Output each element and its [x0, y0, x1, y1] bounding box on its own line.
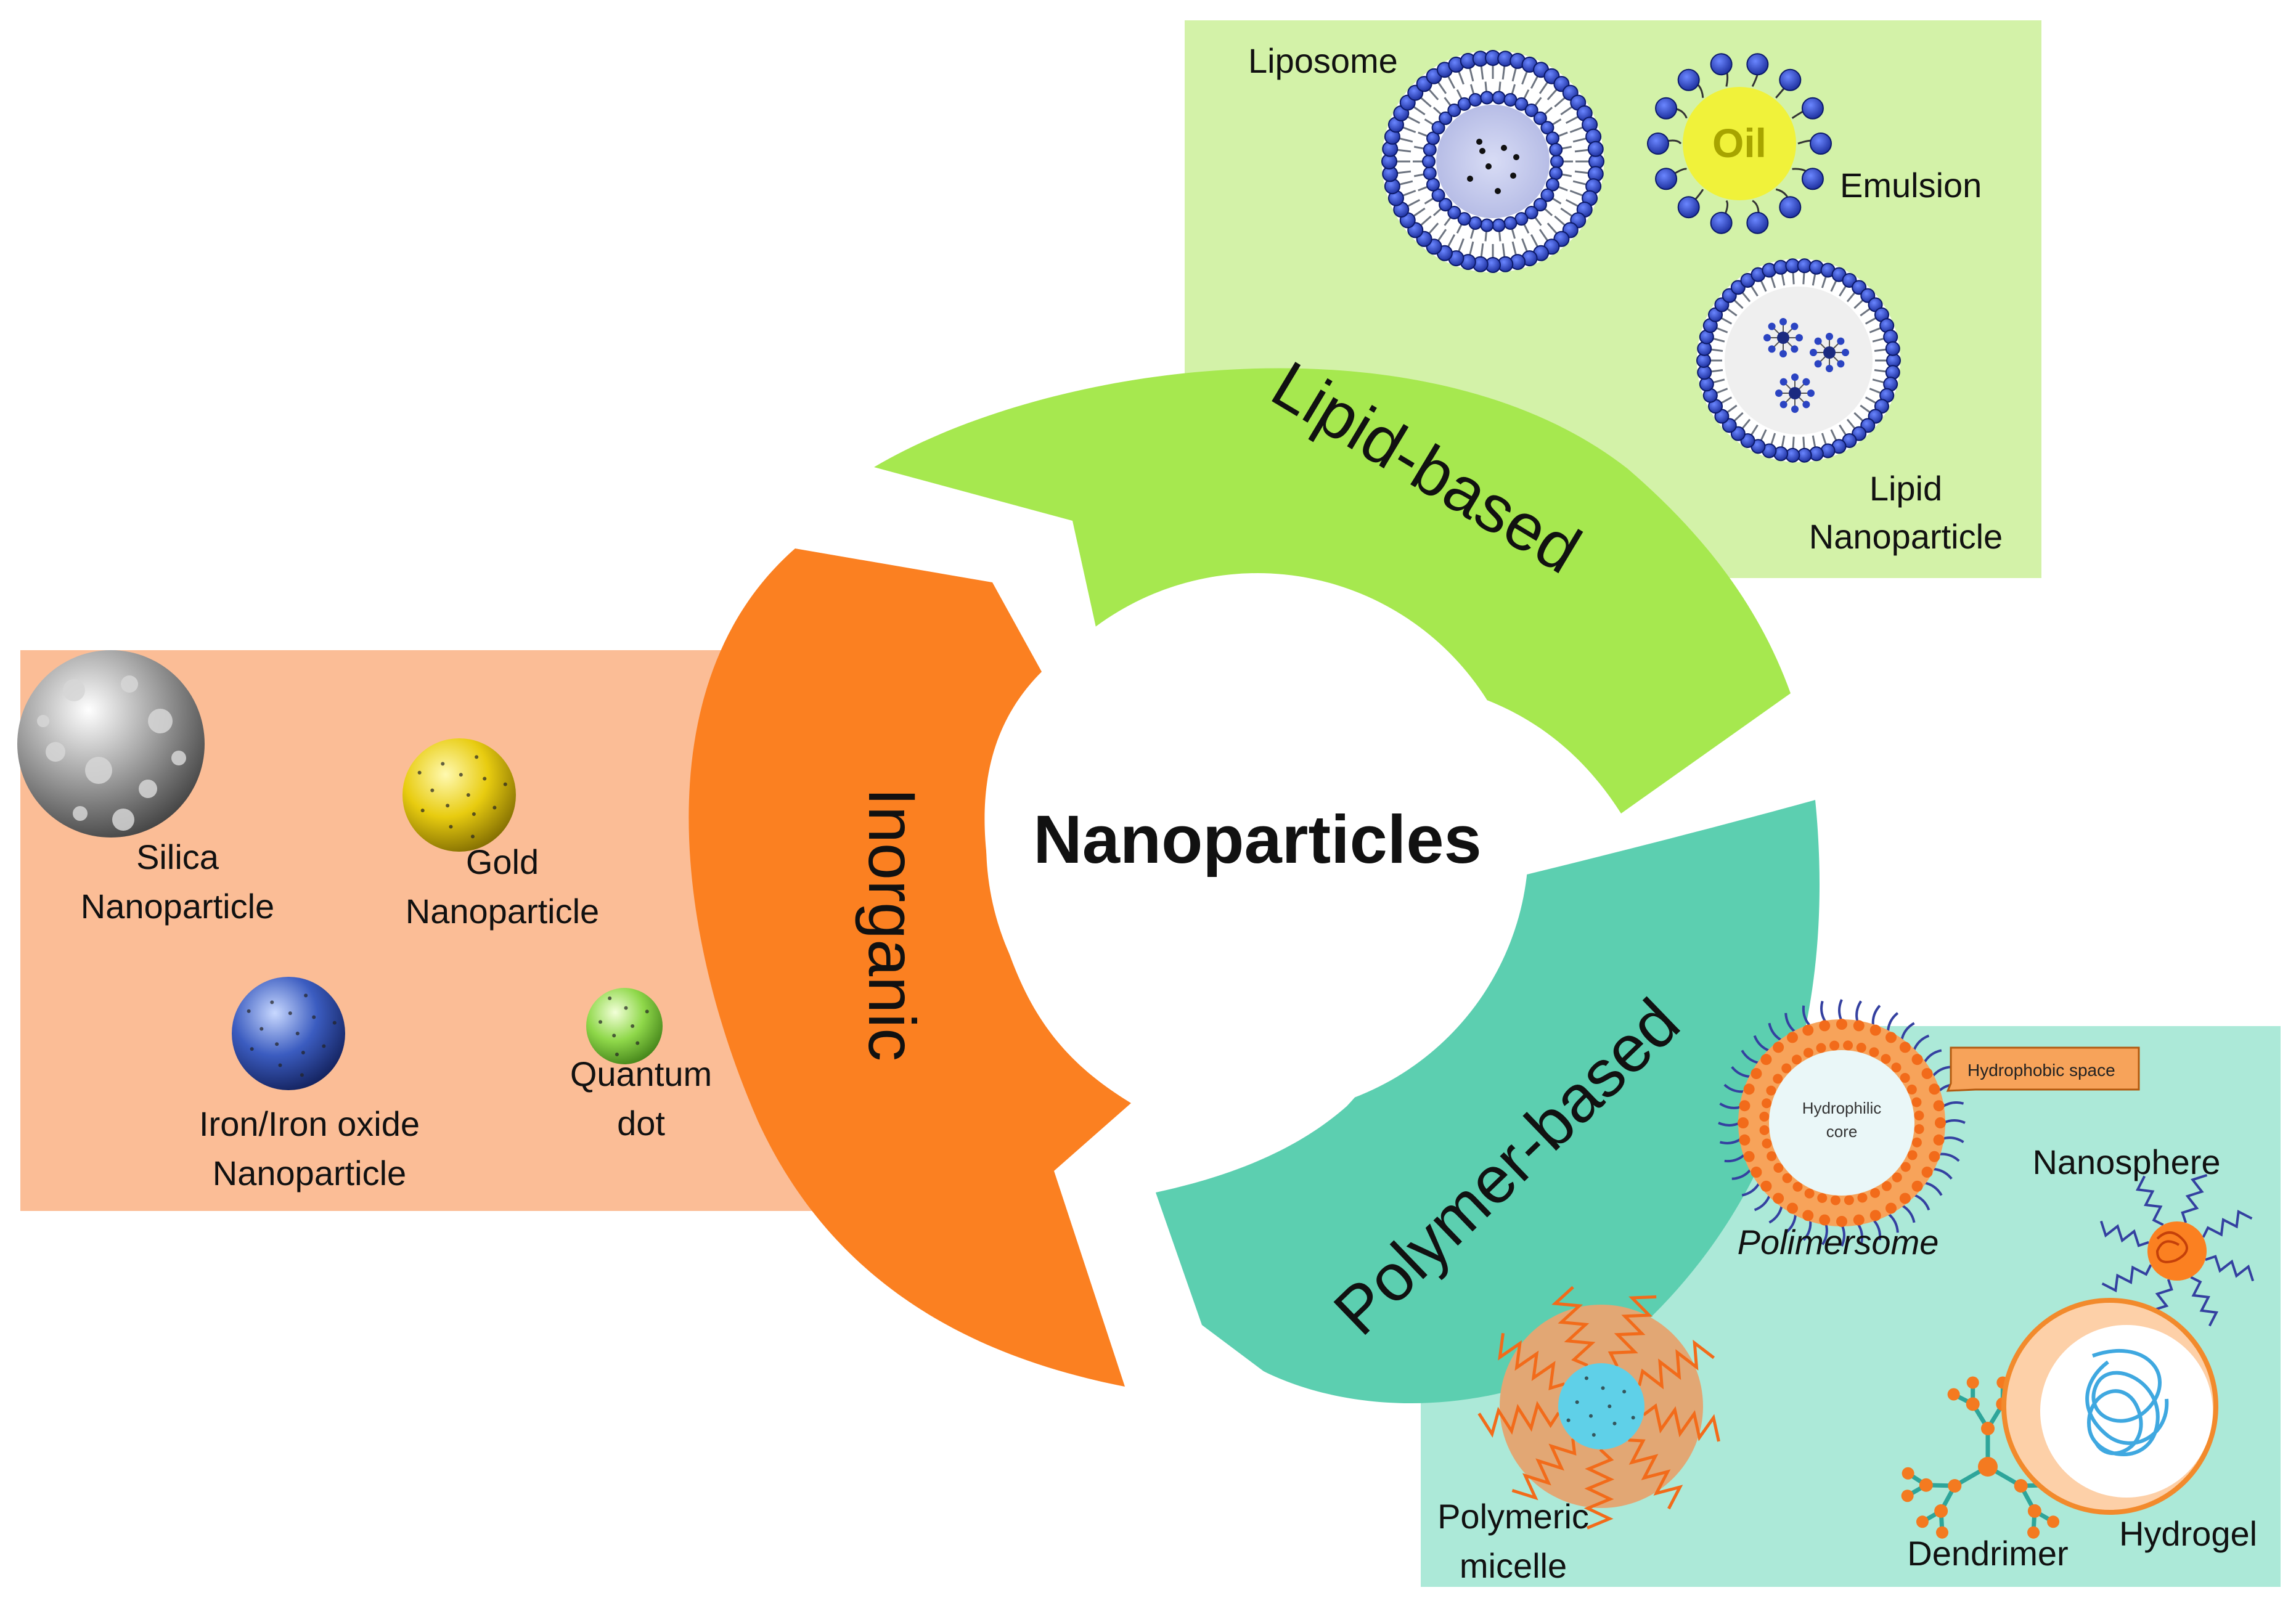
dendrimer-label: Dendrimer — [1907, 1534, 2068, 1573]
polimersome: Hydrophilic core — [1718, 999, 1966, 1247]
lnp-cargo-micelles — [1763, 318, 1849, 413]
polimersome-beads — [1738, 1019, 1946, 1227]
iron-label-line2: Nanoparticle — [213, 1154, 406, 1192]
inorganic-arc — [688, 548, 1131, 1387]
gold-surface-dots — [417, 755, 507, 839]
nanosphere-label: Nanosphere — [2032, 1143, 2220, 1181]
iron-surface-dots — [247, 993, 337, 1077]
micelle-label-line2: micelle — [1460, 1546, 1567, 1585]
micelle-drug-dots — [1566, 1376, 1635, 1437]
lipid-nanoparticle — [1696, 258, 1901, 463]
hydrophilic-core-line2: core — [1826, 1122, 1858, 1141]
iron-oxide-nanoparticle — [232, 977, 345, 1090]
hydrogel-tangle — [2085, 1348, 2169, 1456]
hydrophobic-space-label: Hydrophobic space — [1967, 1061, 2115, 1080]
gold-label-line2: Nanoparticle — [406, 892, 599, 931]
polimersome-label: Polimersome — [1738, 1223, 1939, 1262]
center-disc — [986, 573, 1529, 1115]
liposome-inner-heads — [1413, 81, 1573, 242]
nanosphere — [2099, 1173, 2255, 1329]
emulsion-core-label: Oil — [1712, 120, 1767, 166]
hydrogel — [2001, 1298, 2218, 1515]
gold-nanoparticle — [402, 738, 516, 852]
lnp-lipid-heads — [1696, 258, 1901, 463]
dendrimer — [1901, 1376, 2075, 1539]
micelle-label-line1: Polymeric — [1437, 1497, 1589, 1536]
lnp-label-line1: Lipid — [1869, 469, 1942, 508]
qd-label-line1: Quantum — [570, 1054, 712, 1093]
nanosphere-chains — [2099, 1173, 2255, 1329]
silica-label-line2: Nanoparticle — [81, 887, 274, 926]
center-title: Nanoparticles — [1033, 802, 1481, 878]
emulsion-surfactant-heads — [1647, 53, 1832, 234]
inorganic-label: Inorganic — [855, 788, 929, 1061]
hydrophilic-core-line1: Hydrophilic — [1802, 1099, 1882, 1117]
silica-pores — [37, 675, 186, 831]
polymeric-micelle — [1477, 1286, 1720, 1530]
lnp-label-line2: Nanoparticle — [1809, 517, 2003, 556]
silica-label-line1: Silica — [136, 838, 219, 876]
liposome-label: Liposome — [1248, 41, 1398, 80]
emulsion: Oil — [1647, 53, 1832, 234]
gold-label-line1: Gold — [466, 842, 539, 881]
emulsion-label: Emulsion — [1840, 166, 1982, 205]
polymer-based-arc — [1156, 800, 1820, 1403]
qd-label-line2: dot — [617, 1104, 665, 1143]
hydrophobic-space-callout: Hydrophobic space — [1946, 1046, 2140, 1092]
hydrogel-label: Hydrogel — [2119, 1514, 2257, 1553]
quantum-dot — [586, 988, 663, 1064]
micelle-chains — [1477, 1286, 1720, 1530]
iron-label-line1: Iron/Iron oxide — [199, 1104, 420, 1143]
liposome-drug-dots — [1467, 139, 1519, 194]
qd-surface-dots — [599, 996, 649, 1056]
liposome-outer-heads — [1381, 50, 1604, 273]
silica-nanoparticle — [17, 650, 205, 838]
liposome — [1381, 50, 1604, 273]
